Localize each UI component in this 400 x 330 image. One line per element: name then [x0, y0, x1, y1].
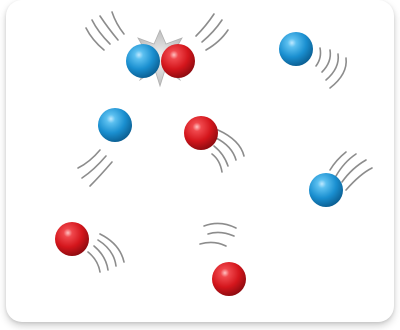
red-particle-icon: [161, 44, 195, 78]
red-particle-icon: [212, 262, 246, 296]
red-particle-icon: [184, 116, 218, 150]
blue-particle-icon: [126, 44, 160, 78]
red-particle-icon: [55, 222, 89, 256]
blue-particle-icon: [98, 108, 132, 142]
motion-lines-icon: [78, 12, 372, 272]
blue-particle-icon: [309, 173, 343, 207]
blue-particle-icon: [279, 32, 313, 66]
